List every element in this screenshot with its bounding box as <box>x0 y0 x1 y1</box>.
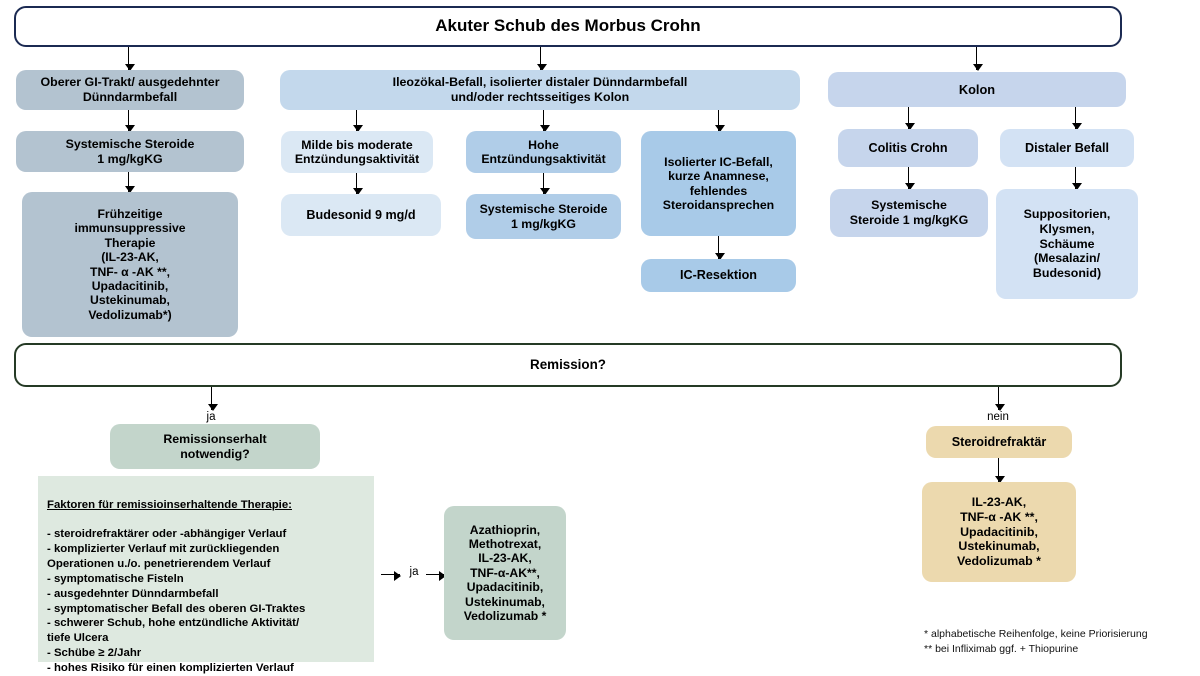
node-ileocecal-high: Hohe Entzündungsaktivität <box>466 131 621 173</box>
node-upper-gi-head: Oberer GI-Trakt/ ausgedehnter Dünndarmbe… <box>16 70 244 110</box>
node-topical-therapy: Suppositorien, Klysmen, Schäume (Mesalaz… <box>996 189 1138 299</box>
arrow-title-to-kolon <box>972 47 983 71</box>
arrow-colitis-to-steroids <box>904 167 915 190</box>
node-isolated-ic: Isolierter IC-Befall, kurze Anamnese, fe… <box>641 131 796 236</box>
node-maintenance-drugs: Azathioprin, Methotrexat, IL-23-AK, TNF-… <box>444 506 566 640</box>
edge-label-nein: nein <box>987 411 1009 423</box>
arrow-distal-to-topical <box>1071 167 1082 190</box>
arrow-ileocecal-to-isolated-ic <box>714 110 725 132</box>
edge-label-ja: ja <box>206 411 216 423</box>
node-colitis-steroids: Systemische Steroide 1 mg/kgKG <box>830 189 988 237</box>
node-budesonid: Budesonid 9 mg/d <box>281 194 441 236</box>
node-steroidrefraktaer: Steroidrefraktär <box>926 426 1072 458</box>
node-factors-list: Faktoren für remissioinserhaltende Thera… <box>38 476 374 674</box>
arrow-mild-to-budesonid <box>352 173 363 195</box>
arrow-steroidrefraktaer-to-drugs <box>994 458 1005 483</box>
title-banner: Akuter Schub des Morbus Crohn <box>14 6 1122 47</box>
arrow-upper-gi-to-steroids <box>124 110 135 132</box>
node-ic-resektion: IC-Resektion <box>641 259 796 292</box>
node-distaler-befall: Distaler Befall <box>1000 129 1134 167</box>
footnotes: * alphabetische Reihenfolge, keine Prior… <box>924 628 1148 656</box>
arrow-kolon-to-colitis <box>904 107 915 130</box>
edge-label-ja-maintenance: ja <box>409 566 419 578</box>
arrow-remission-nein <box>994 387 1005 411</box>
arrow-remission-ja <box>207 387 218 411</box>
arrow-kolon-to-distal <box>1071 107 1082 130</box>
remission-banner: Remission? <box>14 343 1122 387</box>
node-remissionserhalt-question: Remissionserhalt notwendig? <box>110 424 320 469</box>
node-colitis-crohn: Colitis Crohn <box>838 129 978 167</box>
node-kolon-head: Kolon <box>828 72 1126 107</box>
factors-list-items: - steroidrefraktärer oder -abhängiger Ve… <box>47 528 306 674</box>
node-ileocecal-head: Ileozökal-Befall, isolierter distaler Dü… <box>280 70 800 110</box>
node-ileocecal-steroids: Systemische Steroide 1 mg/kgKG <box>466 194 621 239</box>
arrow-title-to-upper-gi <box>124 47 135 71</box>
arrow-ja-to-drugs <box>426 570 446 581</box>
arrow-title-to-ileocecal <box>536 47 547 71</box>
node-refractory-drugs: IL-23-AK, TNF-α -AK **, Upadacitinib, Us… <box>922 482 1076 582</box>
arrow-high-to-steroids <box>539 173 550 195</box>
factors-list-title: Faktoren für remissioinserhaltende Thera… <box>47 498 292 511</box>
arrow-upper-gi-to-immunsuppressive <box>124 172 135 193</box>
node-upper-gi-immunsuppressive: Frühzeitige immunsuppressive Therapie (I… <box>22 192 238 337</box>
arrow-ileocecal-to-mild <box>352 110 363 132</box>
arrow-ileocecal-to-high <box>539 110 550 132</box>
node-upper-gi-steroids: Systemische Steroide 1 mg/kgKG <box>16 131 244 172</box>
arrow-factors-to-ja <box>381 570 401 581</box>
node-ileocecal-mild: Milde bis moderate Entzündungsaktivität <box>281 131 433 173</box>
arrow-isolated-ic-to-resection <box>714 236 725 260</box>
